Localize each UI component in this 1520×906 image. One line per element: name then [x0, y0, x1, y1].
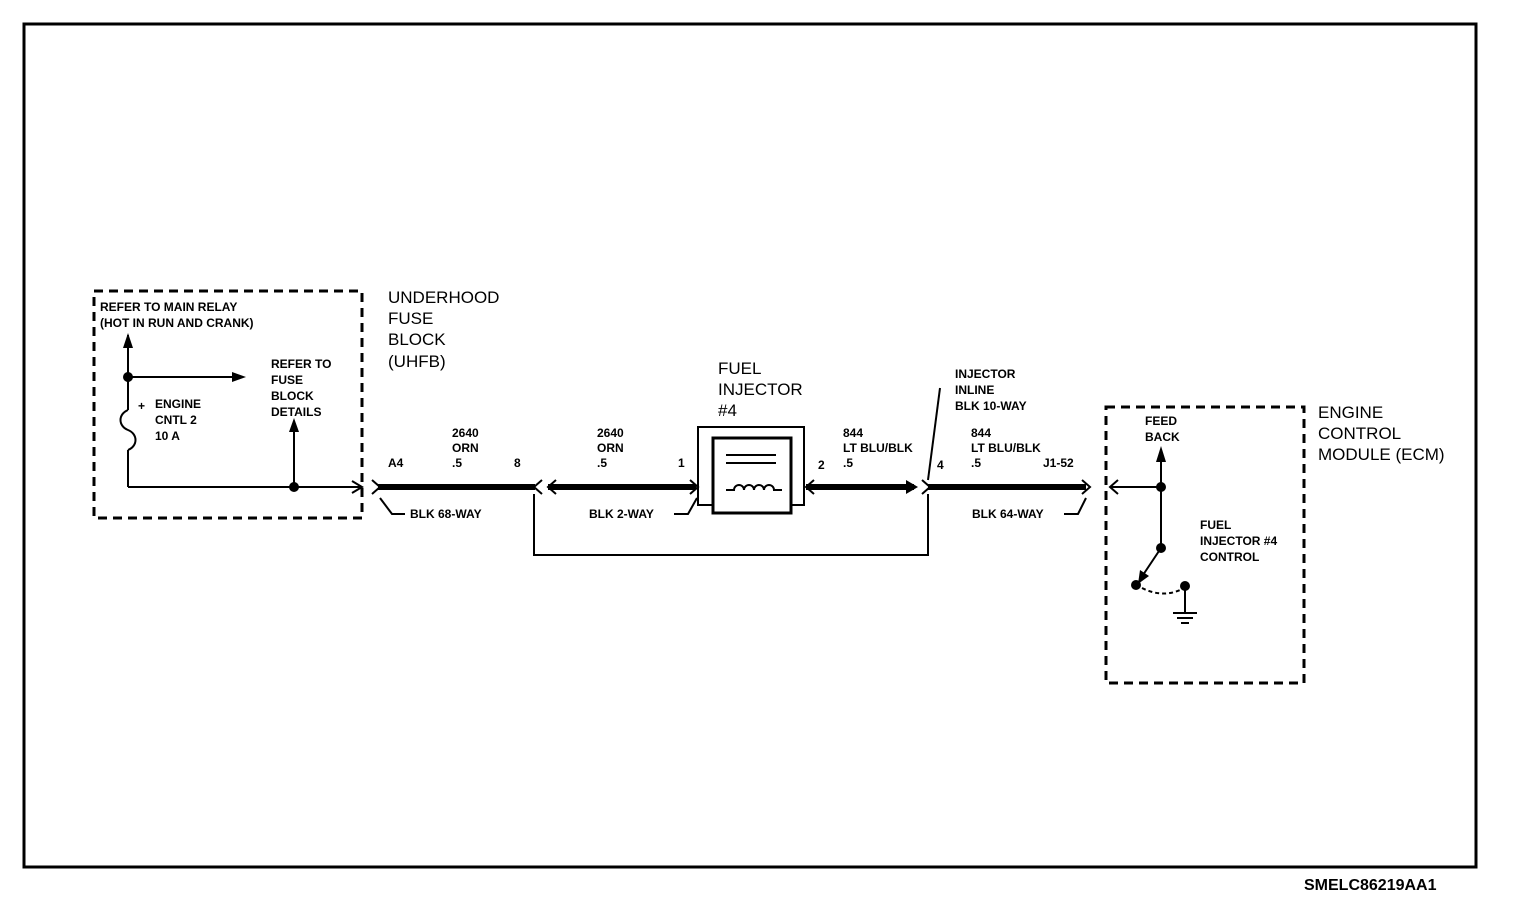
fuse-block-box: [92, 289, 364, 520]
connector-chevron-icon: [546, 479, 557, 495]
relay-ref-line2: (HOT IN RUN AND CRANK): [100, 316, 254, 330]
pin-4: 4: [937, 458, 944, 472]
seg1-connector: BLK 68-WAY: [410, 507, 482, 521]
feedback-2: BACK: [1145, 430, 1180, 444]
arrow-up-icon: [289, 418, 299, 432]
fuse-details-4: DETAILS: [271, 405, 321, 419]
connector-chevron-icon: [804, 479, 815, 495]
control-2: INJECTOR #4: [1200, 534, 1277, 548]
switch-control-link: [1141, 587, 1181, 595]
connector-leader: [379, 497, 405, 515]
fuse-details-1: REFER TO: [271, 357, 331, 371]
seg4-circuit: 844: [971, 426, 991, 440]
seg4-connector: BLK 64-WAY: [972, 507, 1044, 521]
seg3-color: LT BLU/BLK: [843, 441, 913, 455]
ecm-title-1: ENGINE: [1318, 403, 1383, 422]
diagram-border: [22, 22, 1478, 869]
injector-coil-icon: [726, 484, 782, 491]
arrow-up-icon: [1156, 446, 1166, 462]
seg1-color: ORN: [452, 441, 479, 455]
seg2-circuit: 2640: [597, 426, 624, 440]
fuse-details-3: BLOCK: [271, 389, 314, 403]
seg3-circuit: 844: [843, 426, 863, 440]
drawing-code: SMELC86219AA1: [1304, 877, 1437, 894]
fuse-details-2: FUSE: [271, 373, 303, 387]
ecm-title-3: MODULE (ECM): [1318, 445, 1445, 464]
fuse-label-2: CNTL 2: [155, 413, 197, 427]
injector-title-1: FUEL: [718, 359, 761, 378]
ecm-title-2: CONTROL: [1318, 424, 1401, 443]
fuse-label-1: ENGINE: [155, 397, 201, 411]
switch-node: [1131, 580, 1141, 590]
seg2-connector: BLK 2-WAY: [589, 507, 654, 521]
inline-connector-leader: [927, 387, 941, 481]
pin-1: 1: [678, 456, 685, 470]
seg3-gauge: .5: [843, 456, 853, 470]
control-1: FUEL: [1200, 518, 1231, 532]
injector-title-2: INJECTOR: [718, 380, 803, 399]
fuse-plus-mark: +: [138, 399, 145, 413]
uhfb-title-2: FUSE: [388, 309, 433, 328]
arrow-right-icon: [232, 372, 246, 382]
pin-8: 8: [514, 456, 521, 470]
connector-chevron-icon: [921, 479, 932, 495]
connector-chevron-icon: [532, 479, 543, 495]
seg2-gauge: .5: [597, 456, 607, 470]
feedback-1: FEED: [1145, 414, 1177, 428]
connector-leader: [674, 497, 698, 515]
arrow-up-icon: [123, 333, 133, 348]
inline-connector-2: INLINE: [955, 383, 994, 397]
seg1-gauge: .5: [452, 456, 462, 470]
control-3: CONTROL: [1200, 550, 1259, 564]
pin-j1-52: J1-52: [1043, 456, 1074, 470]
connector-chevron-icon: [351, 480, 364, 494]
uhfb-title-3: BLOCK: [388, 330, 446, 349]
harness-loop-wire: [533, 494, 929, 556]
switch-arrow-icon: [1138, 570, 1149, 584]
fuse-label-3: 10 A: [155, 429, 180, 443]
seg2-color: ORN: [597, 441, 624, 455]
pin-2: 2: [818, 458, 825, 472]
inline-connector-1: INJECTOR: [955, 367, 1016, 381]
inline-connector-3: BLK 10-WAY: [955, 399, 1027, 413]
fuse-icon: [119, 409, 137, 451]
fuel-injector-body: [711, 436, 793, 515]
relay-ref-line1: REFER TO MAIN RELAY: [100, 300, 237, 314]
connector-chevron-icon: [1081, 479, 1092, 495]
splice-node: [289, 482, 299, 492]
uhfb-title-1: UNDERHOOD: [388, 288, 499, 307]
uhfb-title-4: (UHFB): [388, 352, 446, 371]
seg4-gauge: .5: [971, 456, 981, 470]
connector-chevron-icon: [371, 479, 382, 495]
connector-leader: [1064, 497, 1087, 515]
ecm-box: [1104, 405, 1306, 685]
seg1-circuit: 2640: [452, 426, 479, 440]
ground-icon: [1173, 612, 1197, 624]
pin-a4: A4: [388, 456, 404, 470]
seg4-color: LT BLU/BLK: [971, 441, 1041, 455]
injector-title-3: #4: [718, 401, 737, 420]
arrow-right-icon: [906, 480, 918, 494]
